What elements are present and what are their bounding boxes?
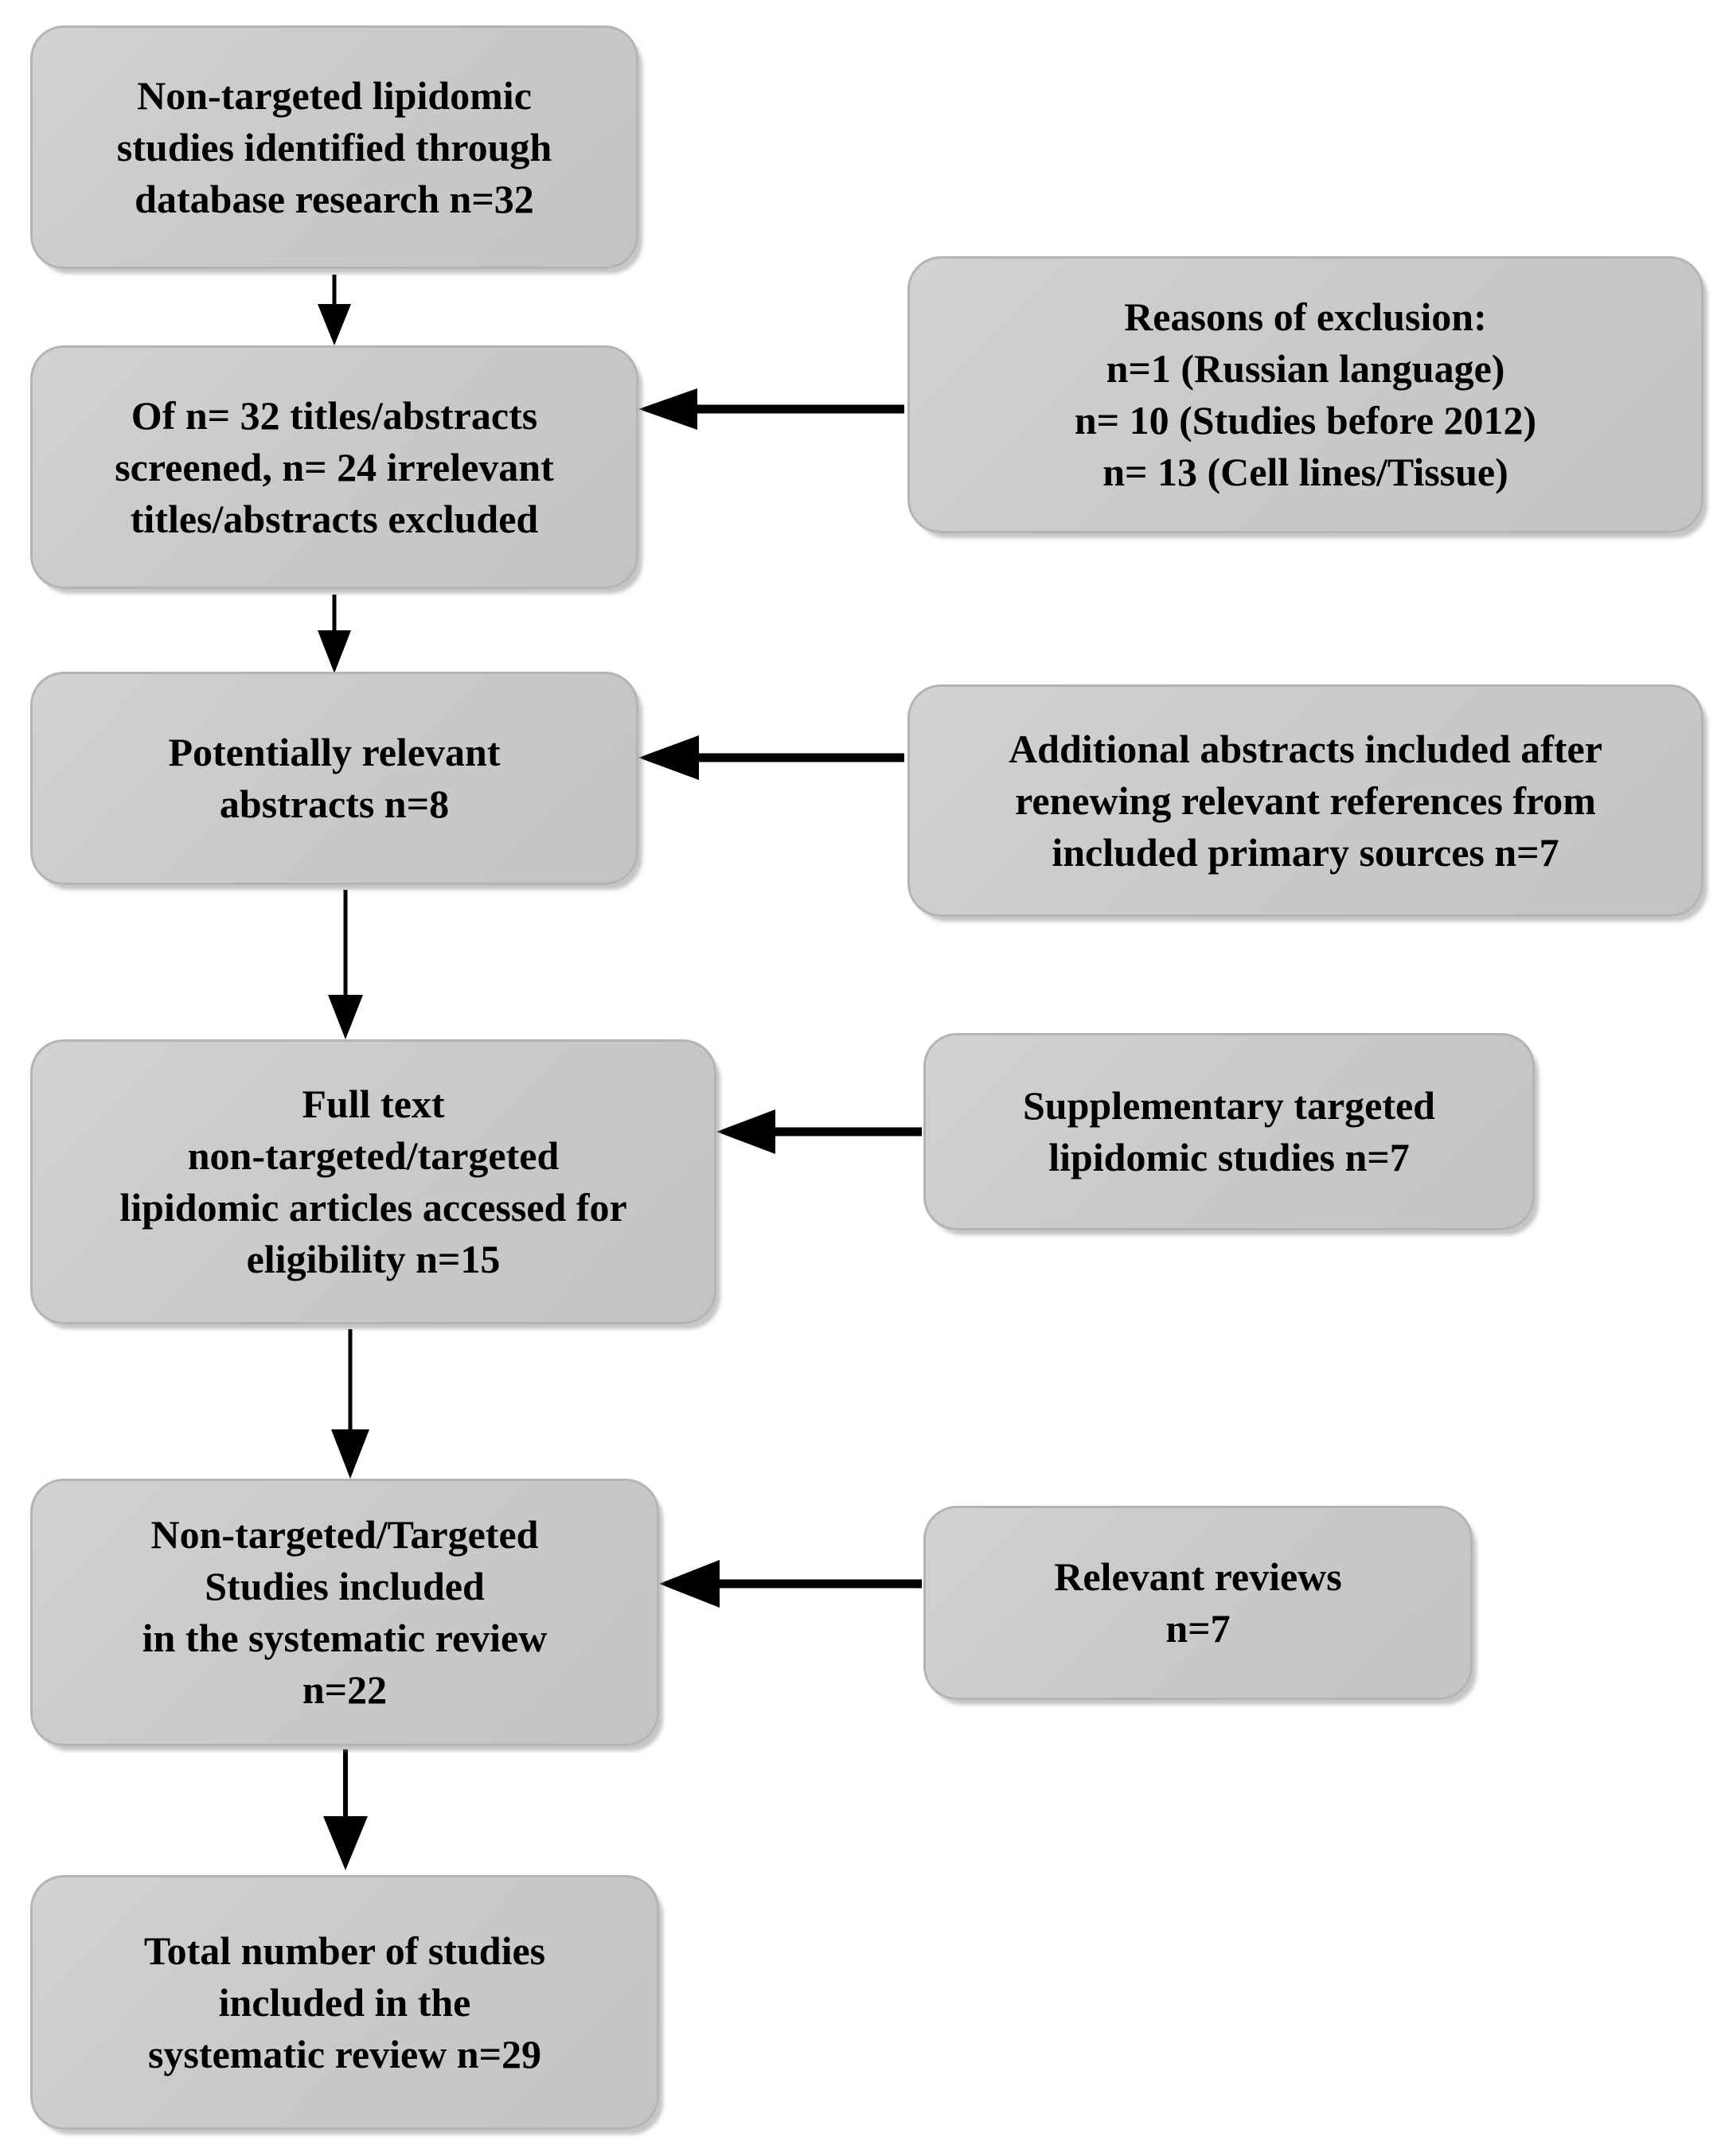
node-studies-identified[interactable]: Non-targeted lipidomic studies identifie…	[30, 25, 638, 269]
node-supplementary-targeted-studies[interactable]: Supplementary targeted lipidomic studies…	[923, 1033, 1535, 1230]
edge-fulltext-to-included	[331, 1329, 369, 1479]
node-reasons-of-exclusion-label: Reasons of exclusion: n=1 (Russian langu…	[1074, 294, 1537, 494]
node-additional-abstracts-included-label: Additional abstracts included after rene…	[1009, 726, 1602, 875]
node-total-studies-included[interactable]: Total number of studies included in the …	[30, 1875, 659, 2130]
edge-included-to-total	[323, 1749, 368, 1870]
node-potentially-relevant-abstracts[interactable]: Potentially relevant abstracts n=8	[30, 672, 638, 885]
edge-reviews-to-included	[659, 1560, 922, 1608]
node-studies-identified-label: Non-targeted lipidomic studies identifie…	[116, 72, 552, 221]
edge-screened-to-potential	[318, 595, 351, 673]
node-titles-abstracts-screened-label: Of n= 32 titles/abstracts screened, n= 2…	[115, 392, 554, 541]
edge-supplementary-to-fulltext	[716, 1109, 922, 1154]
node-studies-included-systematic-review[interactable]: Non-targeted/Targeted Studies included i…	[30, 1479, 659, 1746]
node-full-text-eligibility-label: Full text non-targeted/targeted lipidomi…	[119, 1082, 627, 1281]
node-reasons-of-exclusion[interactable]: Reasons of exclusion: n=1 (Russian langu…	[907, 256, 1703, 533]
edge-identified-to-screened	[318, 275, 351, 345]
edge-reasons-to-screened	[638, 388, 904, 430]
node-full-text-eligibility[interactable]: Full text non-targeted/targeted lipidomi…	[30, 1039, 716, 1324]
edge-potential-to-fulltext	[328, 890, 363, 1039]
node-additional-abstracts-included[interactable]: Additional abstracts included after rene…	[907, 684, 1703, 917]
edge-additional-to-potential	[638, 735, 904, 780]
node-supplementary-targeted-studies-label: Supplementary targeted lipidomic studies…	[1023, 1083, 1435, 1179]
node-potentially-relevant-abstracts-label: Potentially relevant abstracts n=8	[168, 730, 501, 826]
node-relevant-reviews-label: Relevant reviews n=7	[1054, 1554, 1342, 1651]
node-studies-included-systematic-review-label: Non-targeted/Targeted Studies included i…	[142, 1512, 548, 1712]
node-relevant-reviews[interactable]: Relevant reviews n=7	[923, 1506, 1473, 1700]
node-titles-abstracts-screened[interactable]: Of n= 32 titles/abstracts screened, n= 2…	[30, 345, 638, 589]
node-total-studies-included-label: Total number of studies included in the …	[143, 1928, 546, 2076]
